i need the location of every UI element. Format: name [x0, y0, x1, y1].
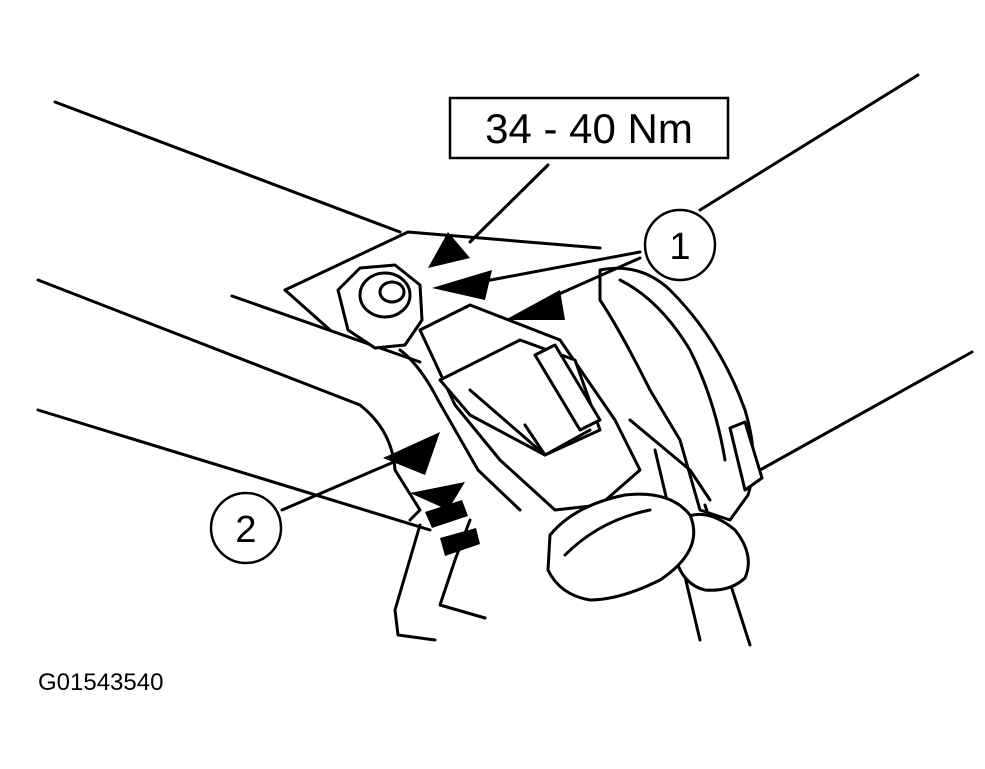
- torque-label-box: 34 - 40 Nm: [448, 96, 730, 160]
- arrowheads: [383, 232, 565, 556]
- arrow-direction: [410, 482, 465, 510]
- arrow-callout-1b: [505, 290, 565, 320]
- arrow-callout-2: [383, 432, 440, 475]
- torque-label: 34 - 40 Nm: [485, 105, 693, 152]
- callout-2-label: 2: [235, 509, 256, 551]
- frame-rails: [36, 73, 974, 532]
- callout-1-label: 1: [669, 226, 690, 268]
- arrow-torque-bolt: [428, 232, 470, 268]
- arrow-direction-dash-2: [440, 528, 480, 556]
- figure-code: G01543540: [38, 669, 163, 696]
- arrow-callout-1a: [432, 270, 492, 300]
- leader-lines: [280, 163, 642, 512]
- callout-2: 2: [209, 491, 283, 565]
- callout-1: 1: [643, 208, 717, 282]
- guide-pin-cap: [546, 492, 750, 602]
- arrow-direction-dash-1: [425, 500, 468, 528]
- bolt: [336, 263, 424, 350]
- housing-body: [418, 303, 642, 512]
